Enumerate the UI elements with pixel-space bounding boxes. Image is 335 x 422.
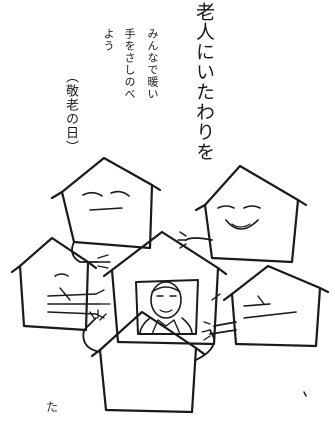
subtitle-line-2: 手をさしのべ (123, 28, 136, 100)
subtitle-line-3: よう (102, 28, 115, 52)
dot-mark (303, 391, 307, 397)
caption-text: （敬老の日） (63, 70, 78, 154)
house-top-right (177, 164, 308, 264)
house-right (201, 264, 330, 348)
house-left (10, 236, 111, 332)
title-text: 老人にいたわりを (193, 2, 215, 162)
house-top-left (50, 156, 162, 269)
artist-signature: た (46, 400, 59, 414)
subtitle-line-1: みんなで暖い (146, 28, 159, 100)
house-center-elder (102, 230, 228, 346)
house-bottom (82, 309, 216, 414)
